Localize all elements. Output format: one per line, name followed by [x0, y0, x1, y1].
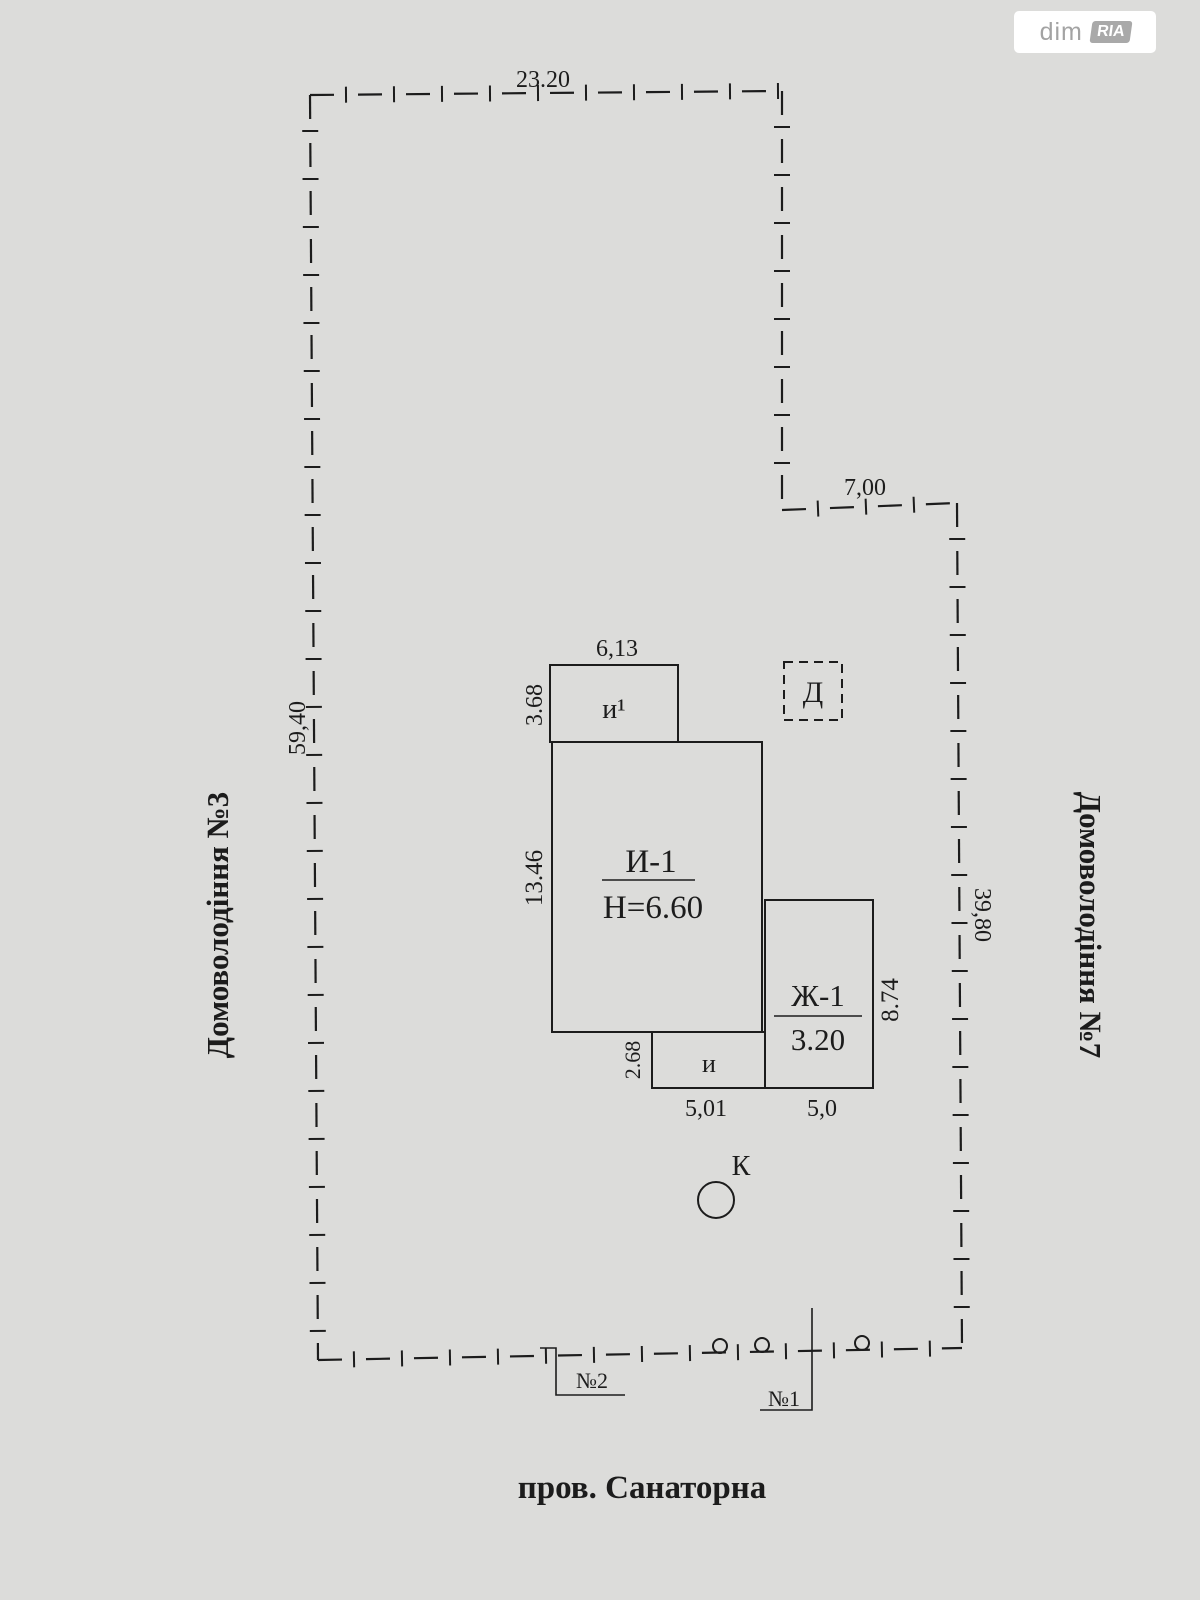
dim-wing-width-label: 5,0 [807, 1096, 837, 1122]
shed-label: Д [803, 676, 823, 709]
watermark-logo: dim RIA [1014, 11, 1156, 53]
house-name-label: И-1 [625, 844, 676, 880]
fence-step-dash [925, 502, 950, 506]
dim-left-label: 59,40 [285, 701, 311, 755]
fence-step-dash [829, 506, 854, 510]
neighbor-left-label: Домоволодіння №3 [200, 792, 235, 1058]
fence-step-tick [816, 500, 820, 517]
fence-step-tick [864, 498, 868, 515]
porch-outline [651, 1031, 766, 1089]
gate1-leader [760, 1308, 813, 1411]
dim-annex-height-label: 3.68 [522, 684, 548, 726]
dim-annex-width-label: 6,13 [596, 636, 638, 662]
dim-right-label: 39,80 [969, 888, 995, 942]
wing-height-label: 3.20 [791, 1022, 845, 1057]
house-outline [551, 741, 763, 1033]
gate-post [712, 1338, 728, 1354]
porch-label: и [702, 1049, 716, 1078]
gate2-label: №2 [576, 1368, 608, 1393]
shed-outline [783, 661, 843, 721]
fence-step-dash [781, 507, 807, 512]
house-height-label: Н=6.60 [603, 890, 703, 926]
gate-post [854, 1335, 870, 1351]
fence-step-tick [912, 496, 916, 513]
neighbor-right-label: Домоволодіння №7 [1073, 792, 1108, 1058]
well-symbol [697, 1181, 735, 1219]
gate2-leader [540, 1347, 625, 1396]
watermark-mark: RIA [1089, 21, 1132, 43]
gate-post [754, 1337, 770, 1353]
dim-step-label: 7,00 [844, 475, 886, 501]
fence-layer [302, 83, 970, 1368]
gate1-label: №1 [768, 1386, 800, 1411]
wing-name-label: Ж-1 [791, 978, 845, 1013]
dim-house-height-label: 13.46 [521, 850, 548, 906]
fence-step-dash [877, 504, 902, 508]
dim-porch-height-label: 2.68 [620, 1041, 645, 1080]
annex-label: и¹ [602, 694, 625, 725]
dim-porch-width-label: 5,01 [685, 1096, 727, 1122]
dim-top-label: 23.20 [516, 67, 570, 93]
street-label: пров. Санаторна [518, 1470, 767, 1506]
dim-wing-height-label: 8.74 [877, 978, 904, 1022]
watermark-text: dim [1039, 17, 1083, 46]
wing-outline [764, 899, 874, 1089]
buildings [540, 661, 874, 1411]
well-label: К [732, 1151, 751, 1182]
